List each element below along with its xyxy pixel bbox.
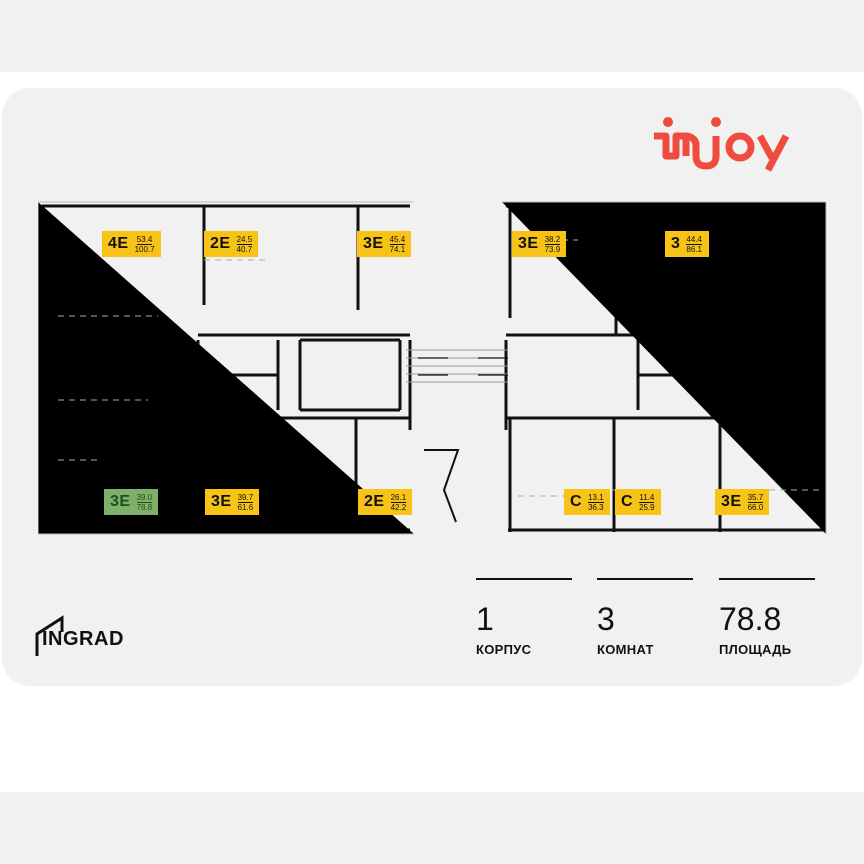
total-area: 36.3 xyxy=(588,502,604,512)
stat-label: ПЛОЩАДЬ xyxy=(719,642,792,657)
stat-label: КОРПУС xyxy=(476,642,532,657)
living-area: 44.4 xyxy=(686,234,702,245)
stat-value: 1 xyxy=(476,601,494,637)
ingrad-logo-text: INGRAD xyxy=(42,628,124,650)
unit-type: 3E xyxy=(363,235,384,252)
unit-type: C xyxy=(621,493,634,510)
stat-rooms: 3 КОМНАТ xyxy=(597,578,693,657)
divider xyxy=(597,578,693,580)
living-area: 39.7 xyxy=(237,492,254,503)
unit-type: 3E xyxy=(110,493,131,510)
total-area: 66.0 xyxy=(747,502,764,512)
unit-type: 3E xyxy=(721,493,742,510)
bottom-band xyxy=(0,792,864,864)
living-area: 53.4 xyxy=(136,234,153,245)
unit-type: 2E xyxy=(210,235,231,252)
unit-type: 3 xyxy=(671,235,681,252)
divider xyxy=(719,578,815,580)
ingrad-logo-icon xyxy=(35,615,64,656)
total-area: 73.9 xyxy=(544,244,561,254)
living-area: 45.4 xyxy=(389,234,406,245)
total-area: 42.2 xyxy=(390,502,407,512)
unit-type: 2E xyxy=(364,493,385,510)
unit-type: 3E xyxy=(211,493,232,510)
stat-building: 1 КОРПУС xyxy=(476,578,572,657)
total-area: 100.7 xyxy=(134,244,155,254)
living-area: 24.5 xyxy=(236,234,253,245)
stat-value: 78.8 xyxy=(719,601,782,637)
total-area: 74.1 xyxy=(389,244,406,254)
living-area: 38.2 xyxy=(544,234,561,245)
stat-label: КОМНАТ xyxy=(597,642,654,657)
stat-value: 3 xyxy=(597,601,615,637)
living-area: 35.7 xyxy=(747,492,764,503)
unit-type: 3E xyxy=(518,235,539,252)
unit-type: C xyxy=(570,493,583,510)
floor-plan xyxy=(38,201,827,535)
top-band xyxy=(0,0,864,72)
unit-type: 4E xyxy=(108,235,129,252)
stat-area: 78.8 ПЛОЩАДЬ xyxy=(719,578,815,657)
total-area: 86.1 xyxy=(686,244,702,254)
total-area: 40.7 xyxy=(236,244,253,254)
total-area: 25.9 xyxy=(639,502,655,512)
total-area: 78.8 xyxy=(136,502,153,512)
living-area: 39.0 xyxy=(136,492,153,503)
injoy-logo xyxy=(654,117,790,172)
living-area: 11.4 xyxy=(639,492,655,503)
living-area: 26.1 xyxy=(390,492,407,503)
divider xyxy=(476,578,572,580)
living-area: 13.1 xyxy=(588,492,604,503)
total-area: 61.6 xyxy=(237,502,254,512)
